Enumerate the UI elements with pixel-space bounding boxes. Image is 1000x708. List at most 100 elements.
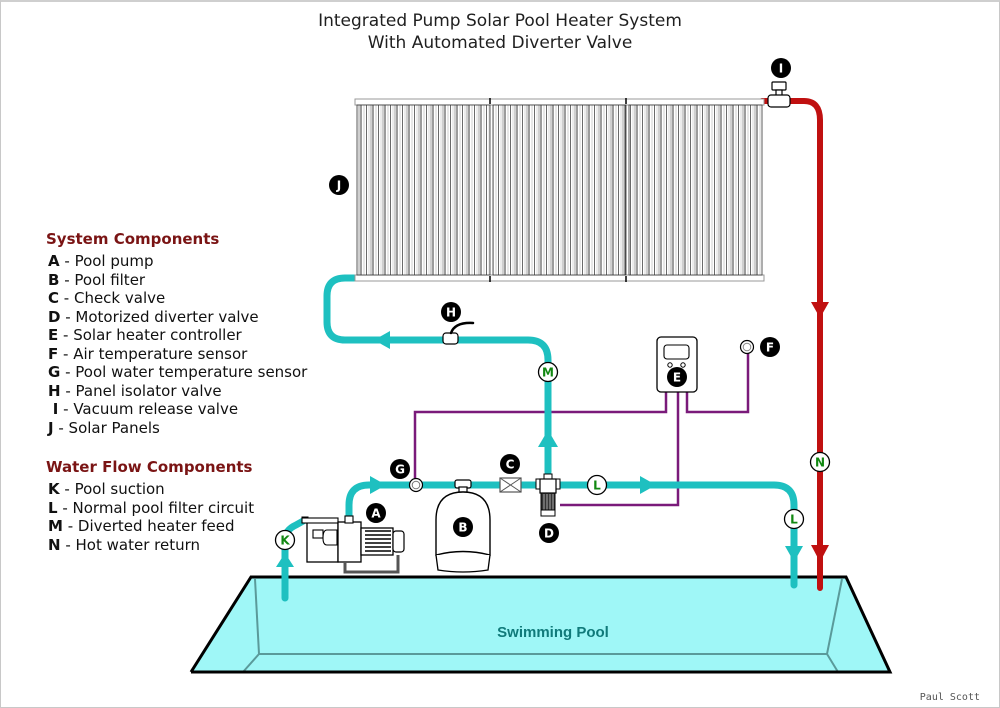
legend-key: I xyxy=(52,400,59,418)
arrow-down-hot-1 xyxy=(811,302,829,318)
legend-item: E - Solar heater controller xyxy=(48,326,242,344)
svg-text:B: B xyxy=(458,521,467,535)
arrow-down-hot-2 xyxy=(811,545,829,562)
legend-item: L - Normal pool filter circuit xyxy=(48,498,255,517)
legend-label: Vacuum release valve xyxy=(73,400,239,418)
pipe-pump-to-diverter xyxy=(345,481,539,524)
legend-key: N xyxy=(48,535,61,554)
svg-text:J: J xyxy=(336,179,341,193)
legend-label: Diverted heater feed xyxy=(77,517,235,535)
wire-g-sensor xyxy=(413,392,668,478)
arrow-right-return xyxy=(640,476,656,494)
legend-item: M - Diverted heater feed xyxy=(48,517,235,535)
svg-text:F: F xyxy=(766,341,774,355)
legend-label: Normal pool filter circuit xyxy=(72,498,255,517)
legend-label: Air temperature sensor xyxy=(73,344,248,363)
svg-text:C: C xyxy=(506,458,515,472)
badge-c: C xyxy=(500,454,520,474)
water-flow-legend: Water Flow Components K - Pool suction L… xyxy=(46,458,254,554)
badge-b: B xyxy=(453,517,473,537)
legend-item: H - Panel isolator valve xyxy=(48,381,222,400)
system-components-list: A - Pool pump B - Pool filter C - Check … xyxy=(48,252,307,437)
legend-label: Pool filter xyxy=(74,270,146,289)
solar-panel-2 xyxy=(492,104,627,276)
legend-label: Pool water temperature sensor xyxy=(75,363,308,381)
wire-f-sensor xyxy=(685,353,750,414)
legend-label: Hot water return xyxy=(75,535,200,554)
panel-header-top xyxy=(354,98,765,106)
flow-marker-k: K xyxy=(274,529,296,551)
air-temperature-sensor xyxy=(739,339,755,355)
arrow-down-pool xyxy=(785,546,803,562)
controller-display xyxy=(663,344,690,360)
arrow-up-heater xyxy=(538,430,558,447)
badge-f: F xyxy=(760,337,780,357)
legend-key: E xyxy=(48,326,59,344)
legend-key: B xyxy=(48,270,60,289)
badge-d: D xyxy=(539,523,559,543)
badge-i: I xyxy=(771,58,791,78)
water-flow-list: K - Pool suction L - Normal pool filter … xyxy=(48,480,254,554)
legend-key: K xyxy=(48,480,60,498)
badge-e: E xyxy=(667,367,687,387)
legend-label: Panel isolator valve xyxy=(75,381,222,400)
legend-label: Pool pump xyxy=(74,252,154,270)
flow-markers: K L L M N xyxy=(274,361,831,551)
legend-label: Check valve xyxy=(73,289,166,307)
badge-h: H xyxy=(441,302,461,322)
svg-text:I: I xyxy=(779,62,783,76)
svg-text:L: L xyxy=(593,479,601,493)
panel-isolator-valve xyxy=(442,321,475,345)
cold-flow-arrows xyxy=(276,331,803,567)
svg-text:A: A xyxy=(371,507,381,521)
system-components-heading: System Components xyxy=(46,230,220,248)
badge-a: A xyxy=(366,503,386,523)
solar-panel-1 xyxy=(356,104,491,276)
component-badges: A B C D E F G H I J xyxy=(329,58,791,543)
check-valve xyxy=(499,477,522,493)
legend-item: B - Pool filter xyxy=(48,270,146,289)
legend-label: Motorized diverter valve xyxy=(75,307,259,326)
legend-item: D - Motorized diverter valve xyxy=(48,307,259,326)
legend-key: J xyxy=(48,418,54,437)
badge-g: G xyxy=(390,459,410,479)
pool-pump xyxy=(301,515,405,574)
legend-key: D xyxy=(48,307,61,326)
solar-panel-3 xyxy=(628,104,763,276)
pool-water xyxy=(191,577,890,672)
arrow-left-panels xyxy=(374,331,390,349)
svg-text:L: L xyxy=(790,513,798,527)
author-credit: Paul Scott xyxy=(919,692,980,703)
arrow-up-suction xyxy=(276,553,294,567)
valve-handle xyxy=(449,321,475,335)
water-flow-heading: Water Flow Components xyxy=(46,458,253,476)
legend-item: J - Solar Panels xyxy=(48,418,160,437)
svg-text:H: H xyxy=(446,306,456,320)
legend-key: L xyxy=(48,498,58,517)
legend-label: Solar Panels xyxy=(68,418,160,437)
svg-text:E: E xyxy=(673,371,681,385)
svg-text:M: M xyxy=(542,366,554,380)
diagram-title: Integrated Pump Solar Pool Heater System… xyxy=(0,10,1000,54)
legend-key: A xyxy=(48,252,60,270)
legend-label: Pool suction xyxy=(74,480,165,498)
legend-key: H xyxy=(48,381,61,400)
svg-text:G: G xyxy=(395,463,405,477)
motorized-diverter-valve xyxy=(535,473,561,517)
vacuum-release-valve xyxy=(767,81,791,108)
title-line-2: With Automated Diverter Valve xyxy=(367,33,633,53)
pool-water-temperature-sensor xyxy=(408,477,424,493)
pool-corner-edge xyxy=(826,653,839,673)
flow-marker-l-2: L xyxy=(783,508,805,530)
flow-marker-n: N xyxy=(809,451,831,473)
svg-text:K: K xyxy=(280,534,290,548)
legend-item: F - Air temperature sensor xyxy=(48,344,248,363)
legend-label: Solar heater controller xyxy=(73,326,242,344)
solar-heater-controller xyxy=(656,336,698,393)
legend-item: N - Hot water return xyxy=(48,535,200,554)
pool-label: Swimming Pool xyxy=(497,624,609,641)
pipe-hot-return xyxy=(759,98,823,591)
pipe-heater-feed xyxy=(323,274,552,476)
legend-item: C - Check valve xyxy=(48,289,166,307)
